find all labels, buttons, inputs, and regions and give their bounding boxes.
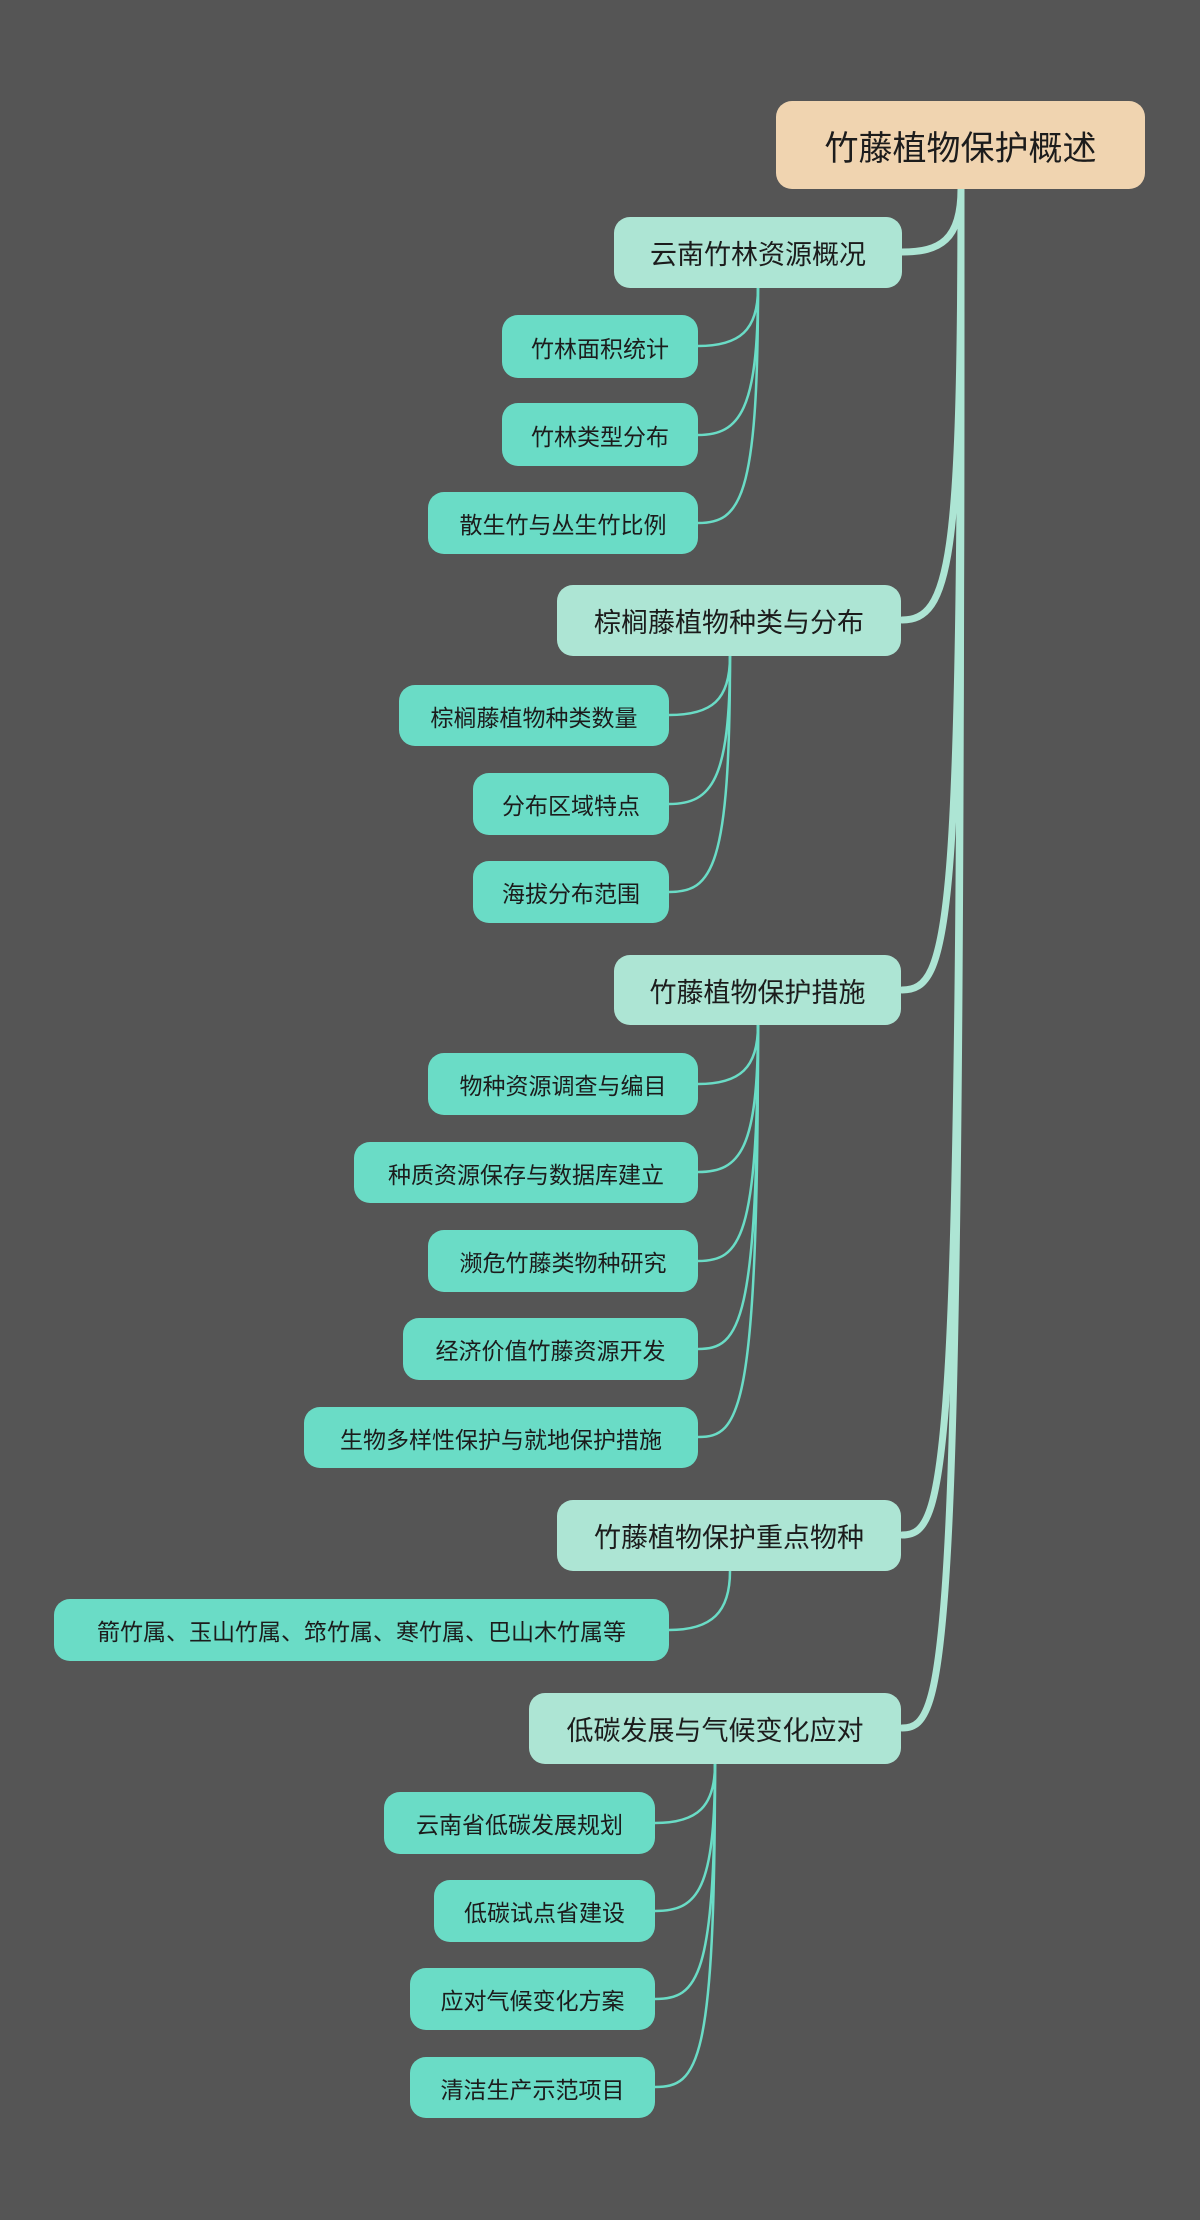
leaf-node[interactable]: 清洁生产示范项目 xyxy=(410,2057,655,2118)
leaf-label: 种质资源保存与数据库建立 xyxy=(388,1162,664,1189)
leaf-label: 经济价值竹藤资源开发 xyxy=(435,1339,666,1365)
branch-node-low-carbon[interactable]: 低碳发展与气候变化应对 xyxy=(529,1693,901,1764)
root-node-label: 竹藤植物保护概述 xyxy=(824,128,1097,169)
leaf-connectors xyxy=(654,287,760,2089)
branch-label: 竹藤植物保护措施 xyxy=(649,977,866,1009)
branch-label: 竹藤植物保护重点物种 xyxy=(594,1523,864,1554)
leaf-node[interactable]: 物种资源调查与编目 xyxy=(428,1053,698,1115)
leaf-node[interactable]: 竹林类型分布 xyxy=(502,403,698,466)
leaf-node[interactable]: 云南省低碳发展规划 xyxy=(384,1792,655,1854)
leaf-node[interactable]: 低碳试点省建设 xyxy=(434,1880,655,1942)
leaf-label: 竹林面积统计 xyxy=(531,336,669,363)
leaf-label: 清洁生产示范项目 xyxy=(440,2077,625,2104)
leaf-node[interactable]: 海拔分布范围 xyxy=(473,861,669,923)
root-node[interactable]: 竹藤植物保护概述 xyxy=(776,101,1145,189)
leaf-node[interactable]: 箭竹属、玉山竹属、筇竹属、寒竹属、巴山木竹属等 xyxy=(54,1599,669,1661)
leaf-node[interactable]: 散生竹与丛生竹比例 xyxy=(428,492,698,554)
branch-node-rattan-species[interactable]: 棕榈藤植物种类与分布 xyxy=(557,585,901,656)
leaf-node[interactable]: 经济价值竹藤资源开发 xyxy=(403,1318,698,1380)
branch-node-key-species[interactable]: 竹藤植物保护重点物种 xyxy=(557,1500,901,1571)
leaf-node[interactable]: 濒危竹藤类物种研究 xyxy=(428,1230,698,1292)
leaf-label: 海拔分布范围 xyxy=(502,882,640,908)
leaf-label: 散生竹与丛生竹比例 xyxy=(459,513,667,539)
leaf-node[interactable]: 生物多样性保护与就地保护措施 xyxy=(304,1407,698,1468)
leaf-label: 竹林类型分布 xyxy=(531,424,669,451)
leaf-node[interactable]: 棕榈藤植物种类数量 xyxy=(399,685,669,746)
branch-label: 云南竹林资源概况 xyxy=(650,240,866,271)
leaf-node[interactable]: 分布区域特点 xyxy=(473,773,669,835)
branch-label: 低碳发展与气候变化应对 xyxy=(566,1716,864,1747)
leaf-label: 棕榈藤植物种类数量 xyxy=(430,705,638,732)
leaf-label: 应对气候变化方案 xyxy=(440,1989,625,2015)
leaf-label: 生物多样性保护与就地保护措施 xyxy=(340,1427,662,1454)
leaf-label: 物种资源调查与编目 xyxy=(459,1074,667,1100)
leaf-label: 濒危竹藤类物种研究 xyxy=(459,1251,667,1277)
leaf-label: 分布区域特点 xyxy=(502,794,640,820)
leaf-node[interactable]: 种质资源保存与数据库建立 xyxy=(354,1142,698,1203)
leaf-node[interactable]: 竹林面积统计 xyxy=(502,315,698,378)
branch-node-protection-measures[interactable]: 竹藤植物保护措施 xyxy=(614,955,901,1025)
trunk-connectors xyxy=(898,185,965,1732)
leaf-node[interactable]: 应对气候变化方案 xyxy=(410,1968,655,2030)
branch-label: 棕榈藤植物种类与分布 xyxy=(594,608,864,639)
branch-node-bamboo-resources[interactable]: 云南竹林资源概况 xyxy=(614,217,902,288)
leaf-label: 箭竹属、玉山竹属、筇竹属、寒竹属、巴山木竹属等 xyxy=(97,1620,626,1646)
leaf-label: 云南省低碳发展规划 xyxy=(416,1813,623,1839)
leaf-label: 低碳试点省建设 xyxy=(464,1901,625,1927)
